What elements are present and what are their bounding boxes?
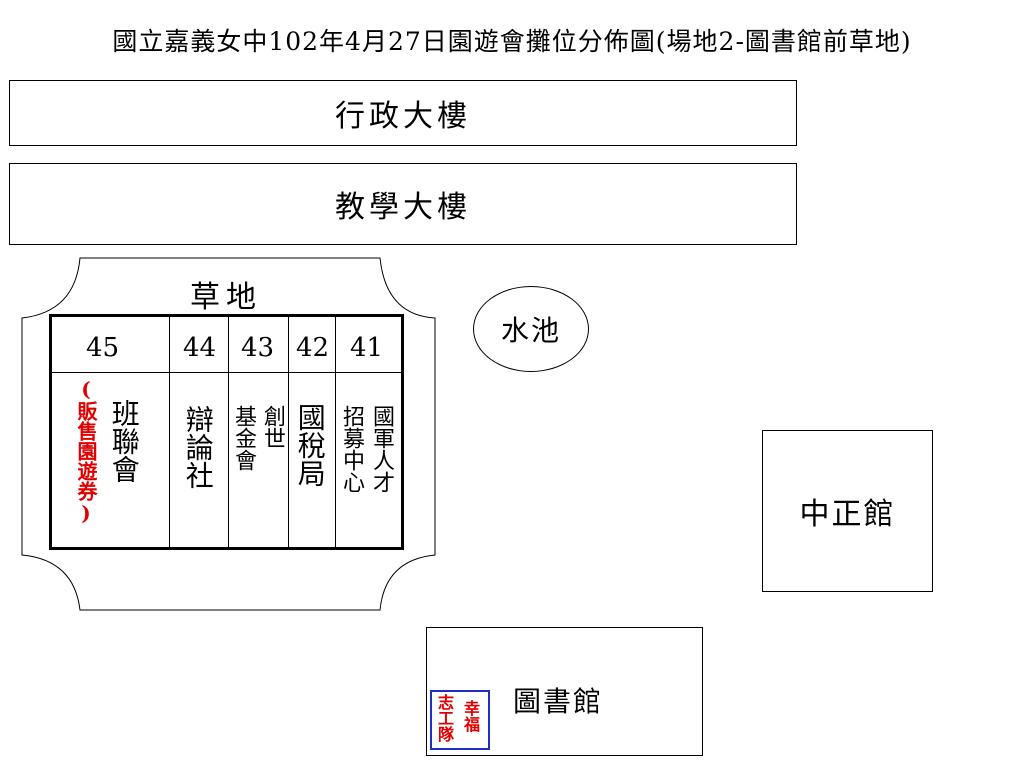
pond-label: 水池 xyxy=(500,314,561,347)
teaching-building: 教學大樓 xyxy=(9,163,797,245)
stall-45-note: (販售園遊券) xyxy=(74,377,98,525)
zhongzheng-hall-label: 中正館 xyxy=(799,497,896,532)
volunteer-red-text: 幸福 xyxy=(461,700,480,732)
stall-number-44: 44 xyxy=(183,333,217,363)
pond: 水池 xyxy=(473,286,589,372)
stall-number-41: 41 xyxy=(350,333,384,363)
volunteer-team-box: 幸福 志工隊 xyxy=(430,690,490,750)
library-building: 圖書館 xyxy=(426,627,703,756)
stall-table: 45 44 43 42 41 (販售園遊券) 班聯會 辯論社 創世 基金會 國稅… xyxy=(49,314,404,550)
stall-number-43: 43 xyxy=(241,333,275,363)
stall-45-name: 班聯會 xyxy=(107,399,141,483)
admin-building: 行政大樓 xyxy=(9,80,797,146)
stall-number-42: 42 xyxy=(296,333,330,363)
table-divider xyxy=(52,372,401,373)
lawn-label: 草地 xyxy=(190,280,262,315)
page-title: 國立嘉義女中102年4月27日園遊會攤位分佈圖(場地2-圖書館前草地) xyxy=(112,27,912,56)
stall-41-col1: 招募中心 xyxy=(339,405,364,493)
admin-building-label: 行政大樓 xyxy=(335,99,471,134)
stall-44-name: 辯論社 xyxy=(181,405,215,489)
stall-43-col2: 創世 xyxy=(260,405,285,449)
volunteer-blue-text: 志工隊 xyxy=(435,694,454,742)
stall-41-col2: 國軍人才 xyxy=(369,405,394,493)
stall-number-45: 45 xyxy=(86,333,120,363)
stall-43-col1: 基金會 xyxy=(231,405,256,471)
teaching-building-label: 教學大樓 xyxy=(335,190,471,225)
library-label: 圖書館 xyxy=(513,685,604,718)
column-divider xyxy=(335,317,336,547)
zhongzheng-hall: 中正館 xyxy=(762,430,933,592)
column-divider xyxy=(288,317,289,547)
stall-42-name: 國稅局 xyxy=(293,403,327,487)
column-divider xyxy=(228,317,229,547)
column-divider xyxy=(169,317,170,547)
